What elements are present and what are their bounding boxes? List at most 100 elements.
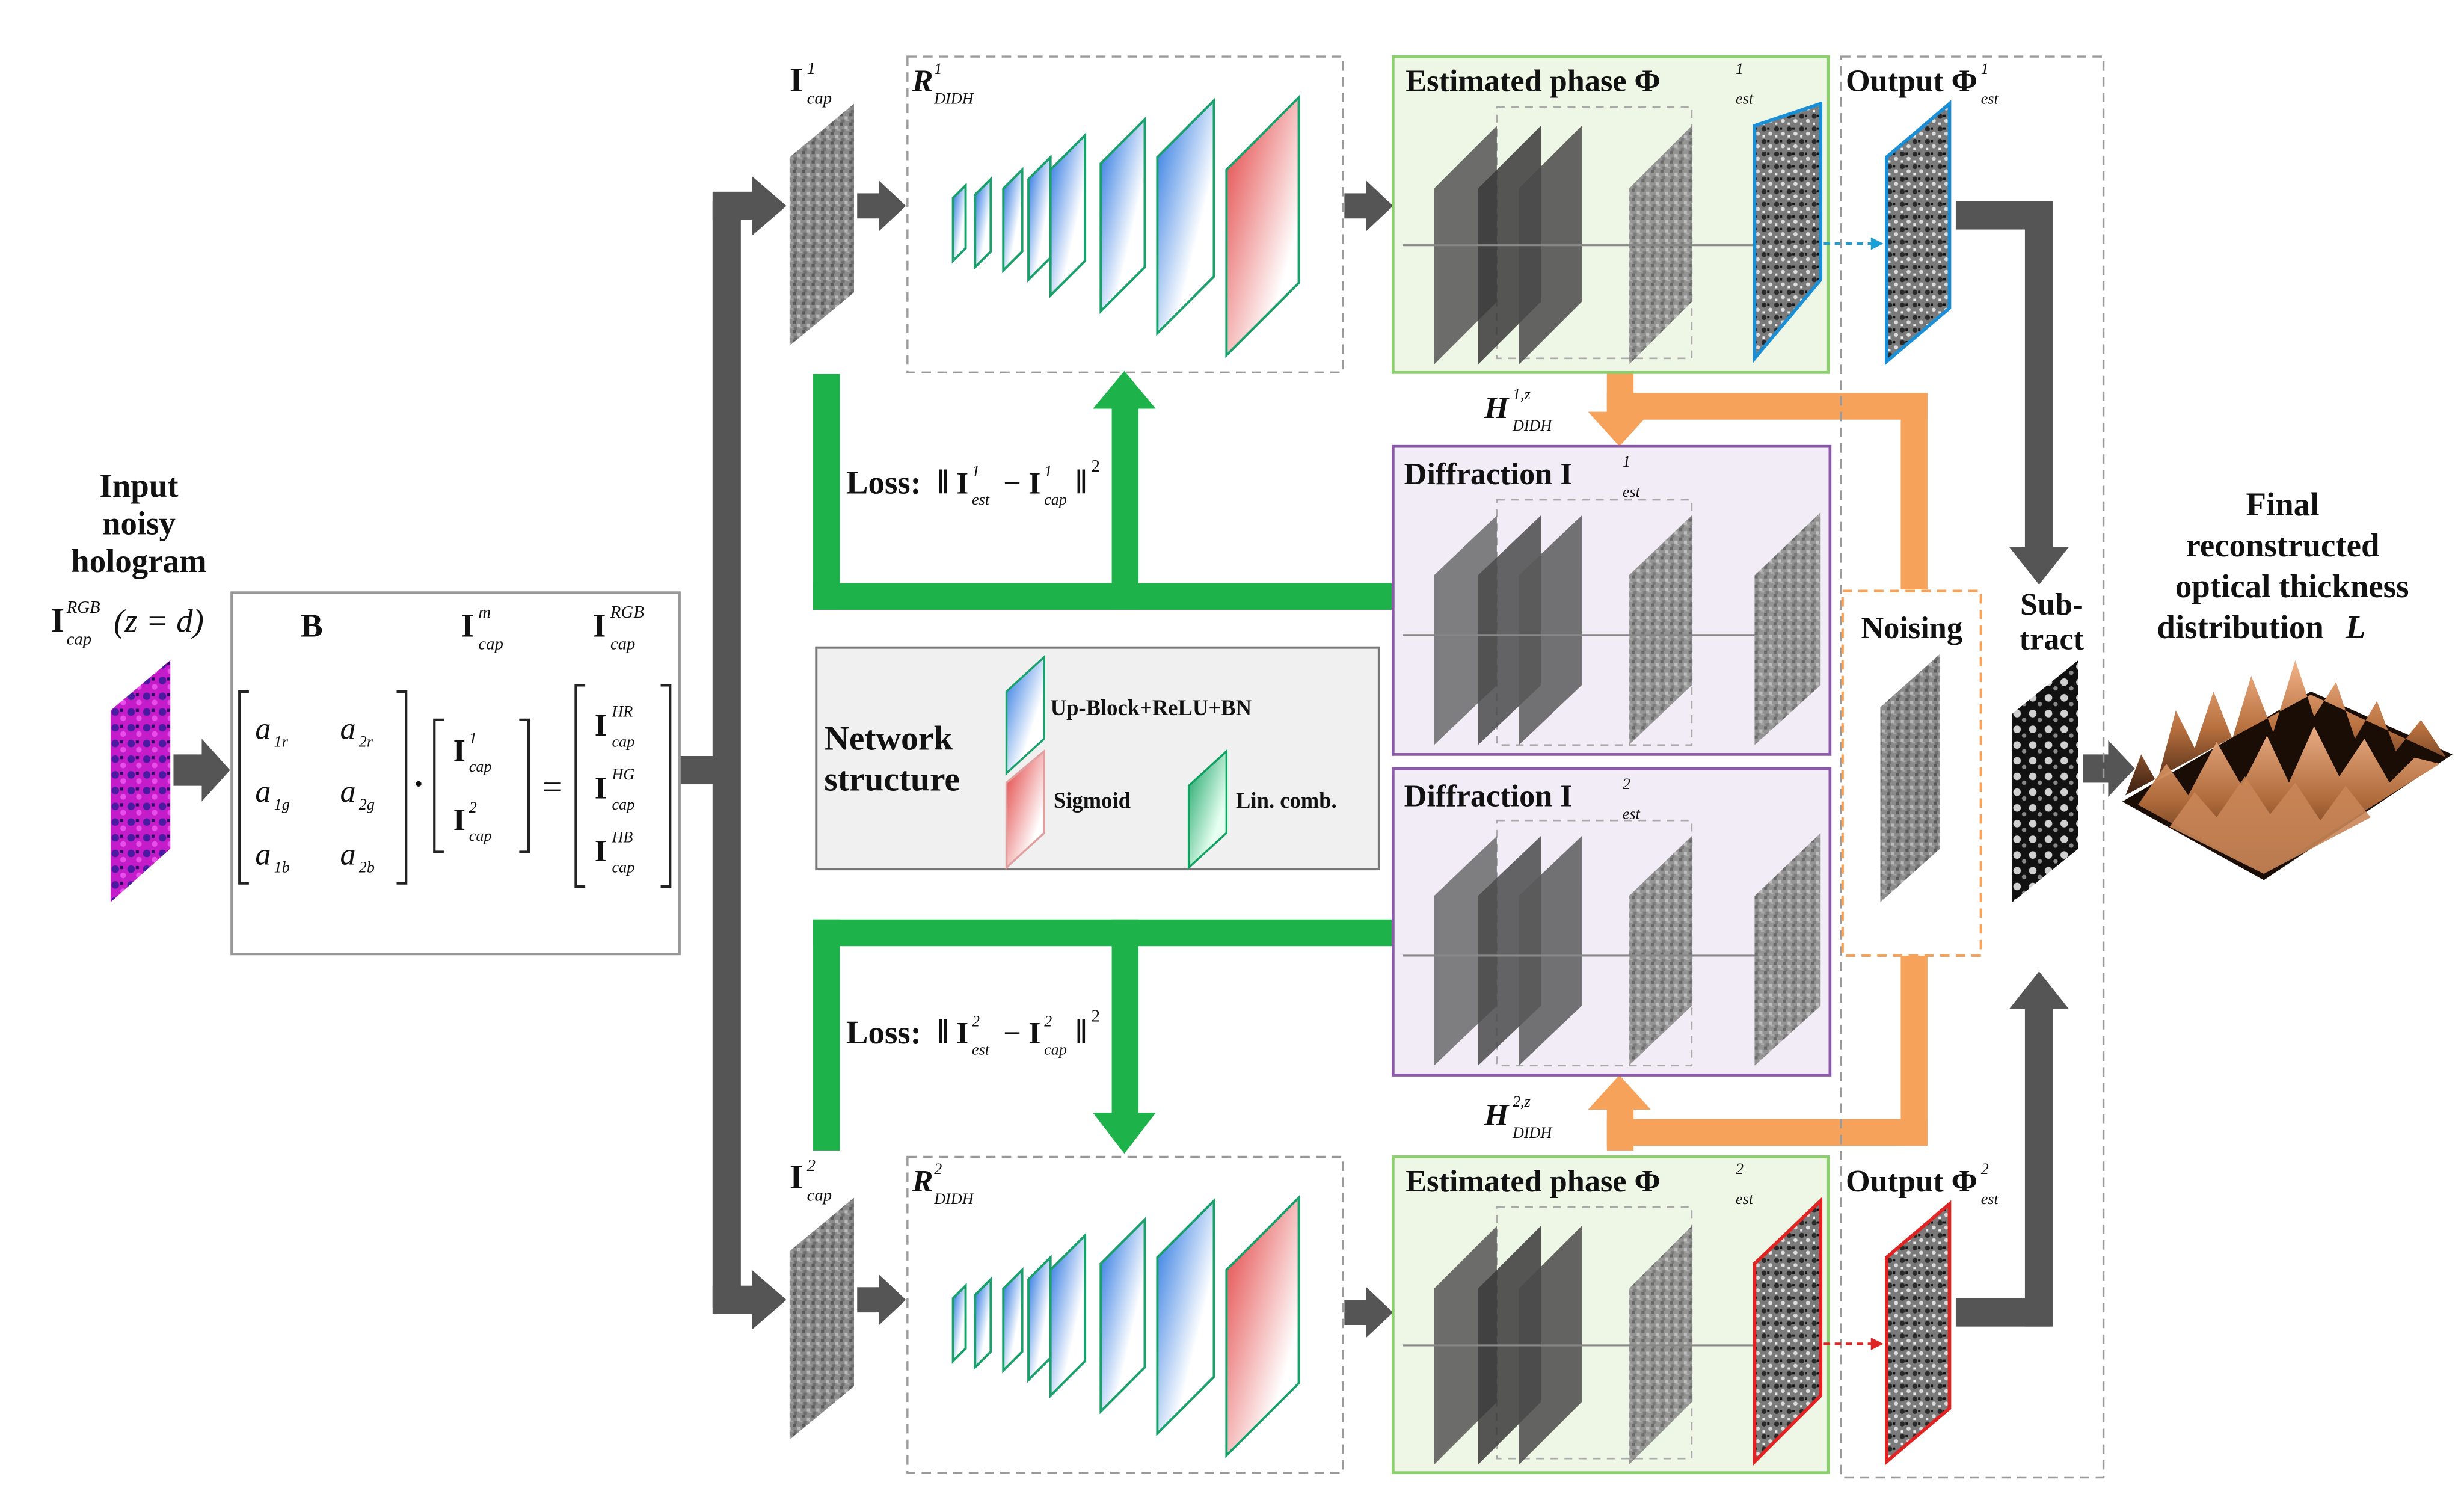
svg-text:I: I: [595, 708, 607, 743]
legend-sigmoid-label: Sigmoid: [1054, 788, 1131, 813]
svg-text:I: I: [453, 802, 465, 837]
svg-text:Diffraction I: Diffraction I: [1404, 779, 1573, 814]
network-r2-layers: [951, 1194, 1300, 1458]
svg-text:‖: ‖: [1075, 464, 1087, 502]
svg-text:a: a: [340, 711, 355, 746]
output-1-title: Output Φ 1 est: [1846, 60, 1999, 108]
svg-text:est: est: [1736, 90, 1754, 107]
branch-2: Diffraction I 2 est Loss: ‖ I 2 est − I …: [789, 767, 1999, 1475]
output-phase-1-image: [1885, 100, 1952, 366]
final-label-line3: optical thickness: [2175, 568, 2409, 604]
svg-text:HB: HB: [612, 829, 633, 846]
noise-pattern-image: [1880, 654, 1940, 903]
matrix-rgb-vector: I HR cap I HG cap I HB cap: [595, 703, 635, 876]
estimated-phase-2-title: Estimated phase Φ 2 est: [1406, 1160, 1754, 1208]
svg-text:R: R: [912, 1164, 933, 1199]
svg-text:RGB: RGB: [610, 603, 644, 622]
output-column-box: [1840, 55, 2105, 1479]
svg-text:distribution: distribution: [2157, 609, 2323, 645]
svg-text:Estimated phase Φ: Estimated phase Φ: [1406, 64, 1661, 99]
svg-text:cap: cap: [612, 858, 635, 876]
svg-text:2: 2: [972, 1012, 980, 1030]
svg-text:I: I: [1028, 466, 1040, 501]
legend-lin-comb-swatch: [1187, 749, 1228, 870]
svg-text:1: 1: [1623, 453, 1630, 470]
icap2-image: [789, 1197, 854, 1440]
diffraction-2-title: Diffraction I 2 est: [1404, 775, 1641, 823]
network-structure-legend: Network structure Up-Block+ReLU+BN Sigmo…: [815, 646, 1380, 871]
svg-text:2: 2: [934, 1160, 942, 1178]
phase-2-stack: [1403, 1196, 1823, 1466]
svg-text:Diffraction I: Diffraction I: [1404, 456, 1573, 491]
svg-text:2: 2: [469, 799, 477, 816]
svg-text:1g: 1g: [274, 796, 290, 813]
svg-text:cap: cap: [612, 796, 635, 813]
svg-text:2r: 2r: [359, 733, 373, 750]
svg-text:I: I: [790, 61, 803, 99]
network-r2-box: [906, 1155, 1344, 1474]
final-label-line2: reconstructed: [2186, 527, 2380, 564]
svg-text:−: −: [1003, 1016, 1021, 1051]
svg-text:I: I: [453, 733, 465, 768]
subtract-label-line2: tract: [2020, 621, 2085, 656]
svg-text:I: I: [593, 607, 606, 644]
svg-text:I: I: [51, 602, 64, 640]
matrix-equals: =: [542, 769, 562, 807]
svg-text:I: I: [956, 466, 968, 501]
svg-text:a: a: [255, 837, 271, 871]
diffraction-1-stack: [1403, 499, 1821, 746]
color-matrix-box: B I m cap I RGB cap a 1r a 2r a 1g: [230, 591, 681, 956]
svg-text:Loss:: Loss:: [846, 1014, 921, 1051]
matrix-brackets: [238, 684, 672, 888]
svg-text:2: 2: [1736, 1160, 1744, 1178]
legend-up-block-label: Up-Block+ReLU+BN: [1051, 695, 1252, 720]
svg-text:‖: ‖: [1075, 1013, 1087, 1051]
icap1-label: I 1 cap: [790, 59, 832, 108]
matrix-dot: ·: [413, 765, 425, 803]
svg-text:a: a: [340, 774, 355, 809]
final-label-line4: distribution L: [2157, 609, 2365, 645]
estimated-phase-1-title: Estimated phase Φ 1 est: [1406, 60, 1754, 108]
noising-label: Noising: [1861, 610, 1962, 645]
svg-text:a: a: [255, 774, 271, 809]
svg-text:2,z: 2,z: [1513, 1093, 1531, 1110]
svg-text:2: 2: [1092, 1007, 1100, 1026]
legend-title-line1: Network: [824, 720, 953, 758]
svg-text:Output Φ: Output Φ: [1846, 64, 1977, 99]
svg-text:est: est: [1981, 90, 1999, 107]
noising-block: Noising: [1841, 589, 1982, 957]
svg-text:HR: HR: [612, 703, 633, 721]
svg-text:cap: cap: [1044, 491, 1067, 508]
svg-text:DIDH: DIDH: [1512, 417, 1553, 434]
svg-text:Loss:: Loss:: [846, 464, 921, 501]
matrix-a-entries: a 1r a 2r a 1g a 2g a 1b a 2b: [255, 711, 375, 876]
svg-text:cap: cap: [478, 634, 503, 653]
svg-text:‖: ‖: [938, 464, 949, 502]
svg-text:cap: cap: [610, 634, 636, 653]
svg-text:‖: ‖: [938, 1013, 949, 1051]
svg-text:I: I: [1028, 1016, 1040, 1051]
r2-label: R 2 DIDH: [912, 1160, 975, 1208]
svg-text:2g: 2g: [359, 796, 375, 813]
svg-text:DIDH: DIDH: [1512, 1124, 1553, 1142]
svg-text:cap: cap: [807, 88, 832, 108]
network-r1-layers: [951, 94, 1300, 358]
matrix-irgb-label: I RGB cap: [593, 603, 644, 653]
svg-text:RGB: RGB: [66, 598, 100, 617]
svg-text:−: −: [1003, 466, 1021, 501]
network-r1-box: [906, 55, 1344, 374]
svg-text:2: 2: [1623, 775, 1630, 793]
legend-up-block-swatch: [1005, 654, 1045, 776]
svg-text:1: 1: [807, 59, 816, 78]
svg-text:I: I: [956, 1016, 968, 1051]
svg-text:est: est: [1623, 483, 1641, 500]
svg-text:2: 2: [1044, 1012, 1052, 1030]
final-label-line1: Final: [2246, 486, 2320, 523]
input-label-line3: hologram: [71, 542, 207, 579]
svg-text:1: 1: [1981, 60, 1989, 78]
svg-text:Estimated phase Φ: Estimated phase Φ: [1406, 1164, 1661, 1199]
h1-label: H 1,z DIDH: [1484, 386, 1553, 434]
svg-text:H: H: [1484, 1098, 1510, 1132]
svg-text:est: est: [1736, 1190, 1754, 1208]
branch-1: I 1 cap R 1 DIDH Estimated phase Φ 1 es: [789, 55, 2105, 1479]
